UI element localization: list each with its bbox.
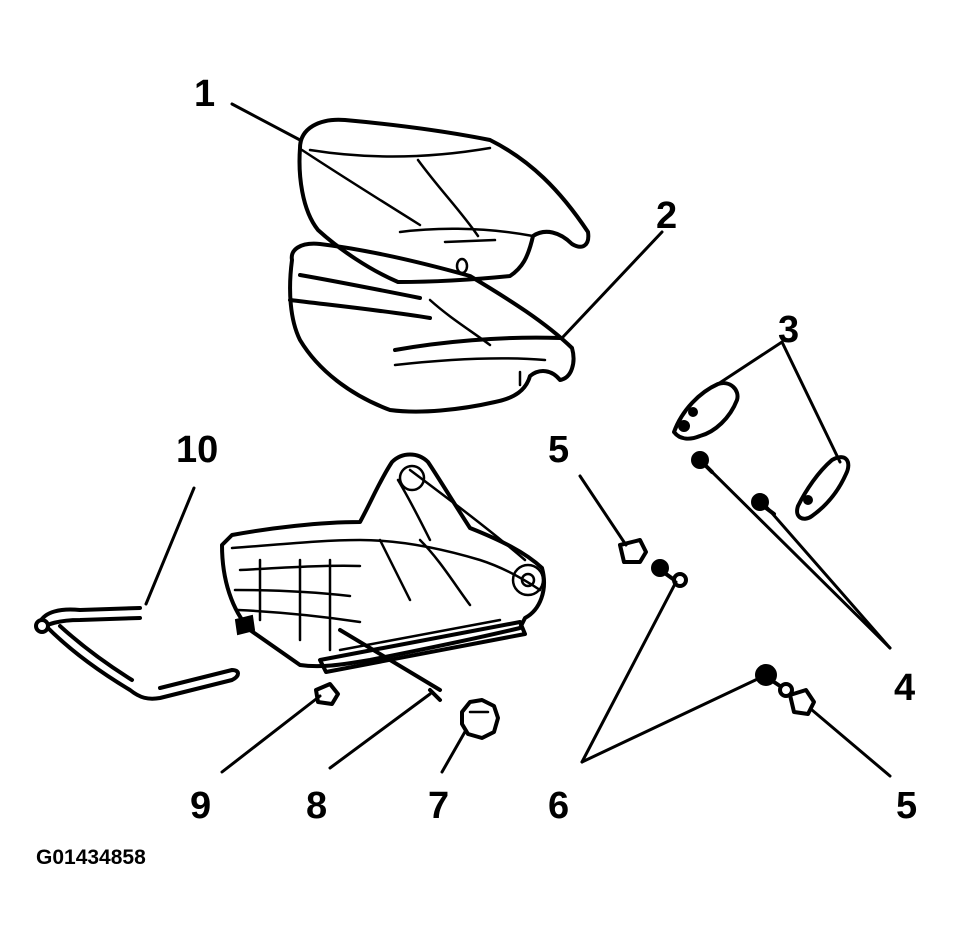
leader-10 bbox=[144, 486, 196, 606]
callout-labels: 1 2 3 4 5 5 6 7 8 9 10 bbox=[176, 73, 917, 827]
seat-cushion-cover bbox=[297, 117, 591, 284]
recliner-knob bbox=[460, 698, 500, 740]
seat-frame bbox=[220, 452, 546, 692]
figure-id: G01434858 bbox=[36, 846, 146, 869]
adjuster-pin bbox=[428, 688, 442, 702]
leader-8 bbox=[328, 692, 432, 770]
leader-4b bbox=[762, 502, 892, 650]
leader-5-upper bbox=[578, 474, 628, 547]
seat-cushion-pad bbox=[288, 241, 576, 414]
callout-7: 7 bbox=[428, 785, 449, 827]
callout-6: 6 bbox=[548, 785, 569, 827]
leader-3b bbox=[780, 340, 842, 464]
leader-9 bbox=[220, 694, 322, 774]
leader-3a bbox=[716, 340, 784, 386]
adjuster-bar bbox=[34, 606, 240, 701]
leader-4a bbox=[698, 458, 892, 650]
callout-8: 8 bbox=[306, 785, 327, 827]
leader-lines bbox=[144, 102, 892, 778]
callout-3: 3 bbox=[778, 309, 799, 351]
callout-1: 1 bbox=[194, 73, 215, 115]
callout-10: 10 bbox=[176, 429, 218, 471]
trim-covers bbox=[672, 381, 851, 521]
callout-2: 2 bbox=[656, 195, 677, 237]
leader-5-lower bbox=[810, 708, 892, 778]
callout-5-upper: 5 bbox=[548, 429, 569, 471]
track-fastener bbox=[314, 682, 340, 706]
leader-2 bbox=[560, 230, 664, 340]
seat-nuts bbox=[618, 538, 816, 716]
callout-9: 9 bbox=[190, 785, 211, 827]
leader-6a bbox=[580, 580, 678, 764]
leader-1 bbox=[230, 102, 302, 142]
trim-bolts bbox=[691, 451, 776, 516]
callout-5-lower: 5 bbox=[896, 785, 917, 827]
seat-bolts bbox=[651, 559, 794, 698]
leader-6b bbox=[580, 673, 768, 764]
leader-7 bbox=[440, 728, 468, 774]
callout-4: 4 bbox=[894, 667, 915, 709]
